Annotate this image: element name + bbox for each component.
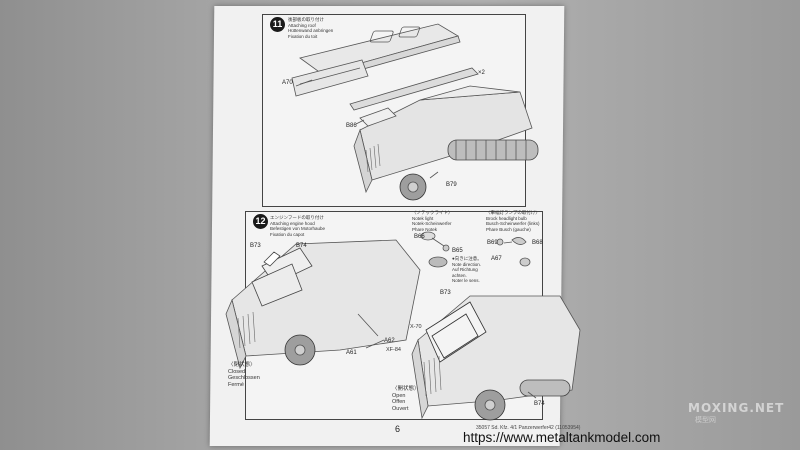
part-label-b65: B65	[452, 248, 463, 254]
notek-light-callout: 〈ノテックライト〉 Notek light Notek-Scheinwerfer…	[412, 210, 453, 232]
part-label-b74-open: B74	[534, 401, 545, 407]
quantity-label: ×2	[478, 70, 485, 76]
part-label-a61: A61	[346, 350, 357, 356]
headlight-callout: 〈車幅灯ランプの取付け〉 Brock headlight bulb Busch-…	[486, 210, 540, 232]
closed-state-caption: 〈閉状態〉 Closed Geschlossen Fermé	[228, 362, 260, 388]
paint-code-xf84: XF-84	[386, 347, 401, 353]
part-label-a70: A70	[282, 80, 293, 86]
product-footer-code: 35057 Sd. Kfz. 4/1 Panzerwerfer42 (11053…	[476, 425, 581, 431]
step-11-badge: 11	[270, 17, 285, 32]
part-label-b69: B69	[487, 240, 498, 246]
step-11-title: 後部板の取り付け Attaching roof Hüttenwand anbri…	[288, 17, 334, 39]
open-state-caption: 〈開状態〉 Open Offen Ouvert	[392, 386, 420, 412]
watermark-url: https://www.metaltankmodel.com	[463, 430, 661, 445]
step-12-title: エンジンフードの取り付け Attaching engine hood Befes…	[270, 215, 326, 237]
part-label-a62: A62	[384, 338, 395, 344]
page-number: 6	[395, 424, 401, 434]
watermark-brand: MOXING.NET	[688, 401, 785, 415]
part-label-b66: B66	[414, 234, 425, 240]
part-label-b73-open: B73	[440, 290, 451, 296]
step-12-badge: 12	[253, 214, 268, 229]
watermark-brand-cn: 模型网	[695, 416, 716, 424]
part-label-a67: A67	[491, 256, 502, 262]
part-label-b73: B73	[250, 243, 261, 249]
direction-note: ●向きに注意。 Note direction. Auf Richtung ach…	[452, 256, 482, 283]
part-label-b79: B79	[446, 182, 457, 188]
paint-code-x70: X-70	[410, 324, 422, 330]
part-label-b74: B74	[296, 243, 307, 249]
part-label-b86: B86	[346, 123, 357, 129]
part-label-b68: B68	[532, 240, 543, 246]
